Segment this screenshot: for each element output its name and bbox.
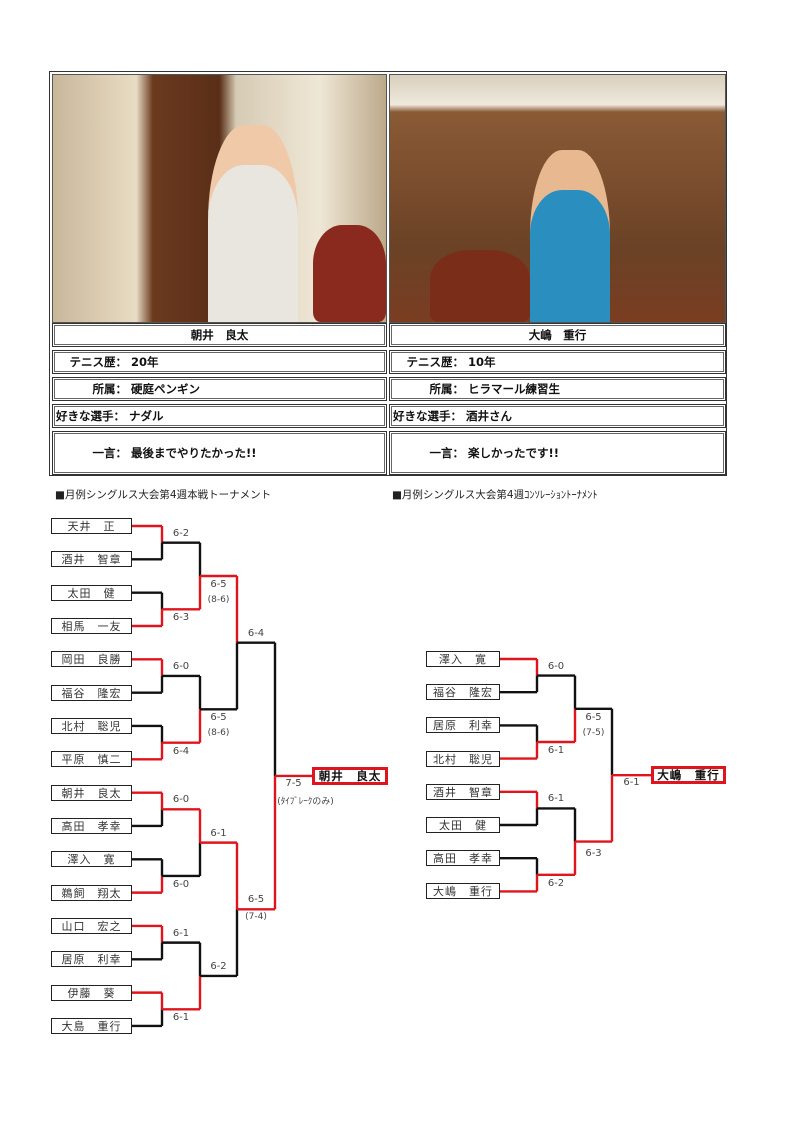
match-score: 6-0 xyxy=(172,660,190,672)
match-score: 6-2 xyxy=(547,877,565,889)
affiliation-label: 所属： xyxy=(429,382,465,396)
profile-favorite: 好きな選手： ナダル xyxy=(52,404,387,428)
player-name-box: 北村 聡児 xyxy=(51,717,132,734)
main-bracket-title: ■月例シングルス大会第4週本戦トーナメント xyxy=(55,489,272,501)
profile-comment: 一言： 楽しかったです!! xyxy=(389,431,726,475)
match-score: 6-0 xyxy=(172,878,190,890)
player-name-box: 福谷 隆宏 xyxy=(51,684,132,701)
tenure-label: テニス歴： xyxy=(69,355,128,369)
match-score: 6-2 xyxy=(210,960,227,972)
affiliation-value: 硬庭ペンギン xyxy=(131,382,201,396)
profile-affiliation: 所属： ヒラマール練習生 xyxy=(389,377,726,401)
sofa xyxy=(430,250,530,322)
player-name-box: 天井 正 xyxy=(51,518,132,534)
favorite-value: 酒井さん xyxy=(466,409,513,423)
match-score: 7-5 xyxy=(285,777,302,789)
profile-name: 朝井 良太 xyxy=(52,323,387,347)
consolation-bracket-title: ■月例シングルス大会第4週ｺﾝｿﾚｰｼｮﾝﾄｰﾅﾒﾝﾄ xyxy=(392,489,598,501)
tiebreak-score: (7-4) xyxy=(245,912,267,923)
profile-table: 朝井 良太 大嶋 重行 テニス歴： 20年 テニス歴： 10年 所属： 硬庭ペン… xyxy=(49,71,727,476)
champion-box: 朝井 良太 xyxy=(312,766,388,785)
match-score: 6-5 xyxy=(585,711,602,723)
match-score: 6-2 xyxy=(172,527,190,539)
favorite-label: 好きな選手： xyxy=(393,409,462,423)
profile-tenure: テニス歴： 10年 xyxy=(389,350,726,374)
player-name-box: 酒井 智章 xyxy=(51,551,132,568)
match-score: 6-5 xyxy=(210,712,227,724)
match-score: 6-1 xyxy=(172,927,190,939)
profile-name: 大嶋 重行 xyxy=(389,323,726,347)
match-score: 6-4 xyxy=(247,627,265,639)
tenure-label: テニス歴： xyxy=(406,355,465,369)
player-name-box: 伊藤 葵 xyxy=(51,984,132,1001)
favorite-value: ナダル xyxy=(129,409,164,423)
match-score: 6-0 xyxy=(172,794,190,806)
match-score: 6-0 xyxy=(547,660,565,672)
match-score: 6-1 xyxy=(210,827,227,839)
player-name-box: 大島 重行 xyxy=(51,1017,132,1034)
profile-favorite: 好きな選手： 酒井さん xyxy=(389,404,726,428)
player-name-box: 太田 健 xyxy=(51,584,132,601)
player-name-box: 朝井 良太 xyxy=(51,784,132,801)
comment-value: 最後までやりたかった!! xyxy=(131,446,257,460)
player-name-box: 澤入 寛 xyxy=(426,651,500,667)
player-name-box: 山口 宏之 xyxy=(51,917,132,934)
tiebreak-score: (7-5) xyxy=(582,727,605,738)
comment-value: 楽しかったです!! xyxy=(468,446,560,460)
comment-label: 一言： xyxy=(92,446,128,460)
person-figure xyxy=(208,125,298,322)
affiliation-label: 所属： xyxy=(92,382,128,396)
player-name-box: 岡田 良勝 xyxy=(51,651,132,668)
champion-box: 大嶋 重行 xyxy=(651,766,726,785)
player-name-box: 高田 孝幸 xyxy=(426,850,500,867)
profile-comment: 一言： 最後までやりたかった!! xyxy=(52,431,387,475)
match-score: 6-4 xyxy=(172,745,190,757)
player-name-box: 北村 聡児 xyxy=(426,750,500,767)
match-score: 6-1 xyxy=(623,777,640,789)
tiebreak-score: (ﾀｲﾌﾞﾚｰｸのみ) xyxy=(277,796,334,807)
player-name-box: 平原 慎二 xyxy=(51,751,132,768)
player-name-box: 居原 利幸 xyxy=(426,717,500,734)
profile-affiliation: 所属： 硬庭ペンギン xyxy=(52,377,387,401)
player-name-box: 太田 健 xyxy=(426,817,500,833)
sofa xyxy=(313,225,386,322)
tiebreak-score: (8-6) xyxy=(207,594,230,605)
person-figure xyxy=(530,150,610,322)
player-name-box: 福谷 隆宏 xyxy=(426,684,500,701)
comment-label: 一言： xyxy=(429,446,465,460)
player-name-box: 相馬 一友 xyxy=(51,617,132,634)
tenure-value: 20年 xyxy=(131,355,159,369)
player-name-box: 居原 利幸 xyxy=(51,951,132,968)
tiebreak-score: (8-6) xyxy=(207,728,230,739)
photo-oshima xyxy=(389,74,726,323)
match-score: 6-1 xyxy=(547,745,565,756)
match-score: 6-5 xyxy=(210,578,227,590)
player-name-box: 大嶋 重行 xyxy=(426,883,500,900)
match-score: 6-1 xyxy=(547,793,565,805)
player-name-box: 澤入 寛 xyxy=(51,851,132,868)
match-score: 6-3 xyxy=(585,847,602,859)
tenure-value: 10年 xyxy=(468,355,496,369)
match-score: 6-3 xyxy=(172,612,190,624)
favorite-label: 好きな選手： xyxy=(56,409,125,423)
match-score: 6-1 xyxy=(172,1012,190,1024)
player-name-box: 酒井 智章 xyxy=(426,783,500,800)
match-score: 6-5 xyxy=(247,894,265,906)
profile-tenure: テニス歴： 20年 xyxy=(52,350,387,374)
player-name-box: 高田 孝幸 xyxy=(51,817,132,834)
photo-asai xyxy=(52,74,387,323)
player-name-box: 鵜飼 翔太 xyxy=(51,884,132,901)
affiliation-value: ヒラマール練習生 xyxy=(468,382,561,396)
